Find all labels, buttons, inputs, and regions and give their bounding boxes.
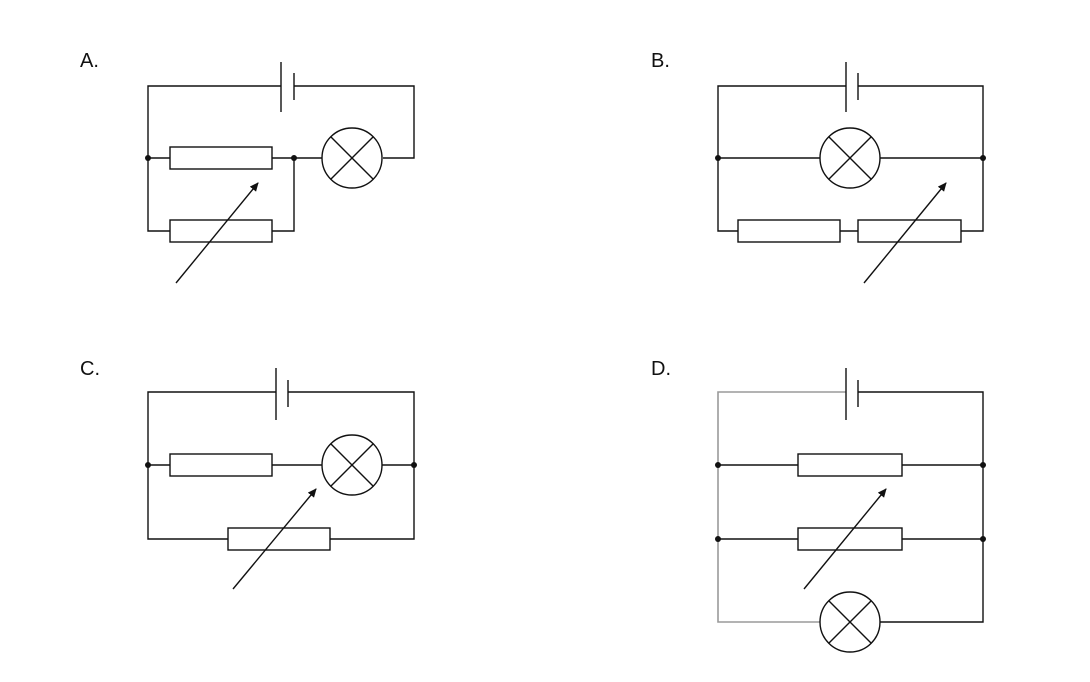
circuit-d-variable-arrow	[803, 488, 887, 590]
circuit-c-variable-arrow	[232, 488, 317, 590]
circuit-c	[145, 368, 417, 590]
circuit-a-resistor-top	[169, 146, 273, 170]
circuit-d-top-wire-right	[858, 391, 984, 623]
circuit-c-variable-resistor	[227, 527, 331, 551]
circuit-c-resistor	[169, 453, 273, 477]
circuit-b-variable-arrow	[863, 182, 947, 284]
circuit-b	[715, 62, 986, 284]
circuit-d-junction-right-2	[980, 536, 986, 542]
circuit-d-junction-left-1	[715, 462, 721, 468]
option-label-a: A.	[80, 50, 99, 72]
circuit-d-lamp	[819, 591, 881, 653]
circuit-c-junction-right	[411, 462, 417, 468]
circuit-a-junction-right	[291, 155, 297, 161]
circuit-b-top-wire-left	[717, 85, 846, 158]
circuit-c-junction-left	[145, 462, 151, 468]
circuit-b-variable-resistor	[857, 219, 962, 243]
circuit-b-resistor	[737, 219, 841, 243]
circuit-b-top-wire-right	[858, 85, 984, 158]
circuit-d-variable-resistor	[797, 527, 903, 551]
circuit-a-lamp	[321, 127, 383, 189]
circuit-b-battery	[845, 62, 859, 112]
circuit-b-junction-left	[715, 155, 721, 161]
circuit-a-top-wire-left	[147, 85, 281, 158]
circuit-a-battery	[280, 62, 295, 112]
circuit-a-top-wire-right	[294, 85, 415, 159]
circuit-b-junction-right	[980, 155, 986, 161]
option-label-b: B.	[651, 50, 670, 72]
circuit-b-bottom-wire	[717, 158, 984, 232]
circuit-a-bottom-wire	[147, 158, 295, 232]
circuit-c-top-wire-left	[147, 391, 276, 465]
circuit-d	[715, 368, 986, 653]
circuit-d-junction-right-1	[980, 462, 986, 468]
circuit-d-junction-left-2	[715, 536, 721, 542]
circuit-a-variable-resistor	[169, 219, 273, 243]
circuit-d-battery	[845, 368, 859, 420]
option-label-d: D.	[651, 358, 671, 380]
circuit-d-resistor	[797, 453, 903, 477]
circuit-c-top-wire-right	[288, 391, 415, 465]
circuit-a-junction-left	[145, 155, 151, 161]
option-label-c: C.	[80, 358, 100, 380]
circuit-a-variable-arrow	[175, 182, 259, 284]
circuit-b-lamp	[819, 127, 881, 189]
circuit-c-bottom-wire	[147, 465, 415, 540]
circuit-c-battery	[275, 368, 289, 420]
circuit-a	[145, 62, 415, 284]
circuit-d-left-wire	[717, 391, 846, 623]
circuit-c-lamp	[321, 434, 383, 496]
